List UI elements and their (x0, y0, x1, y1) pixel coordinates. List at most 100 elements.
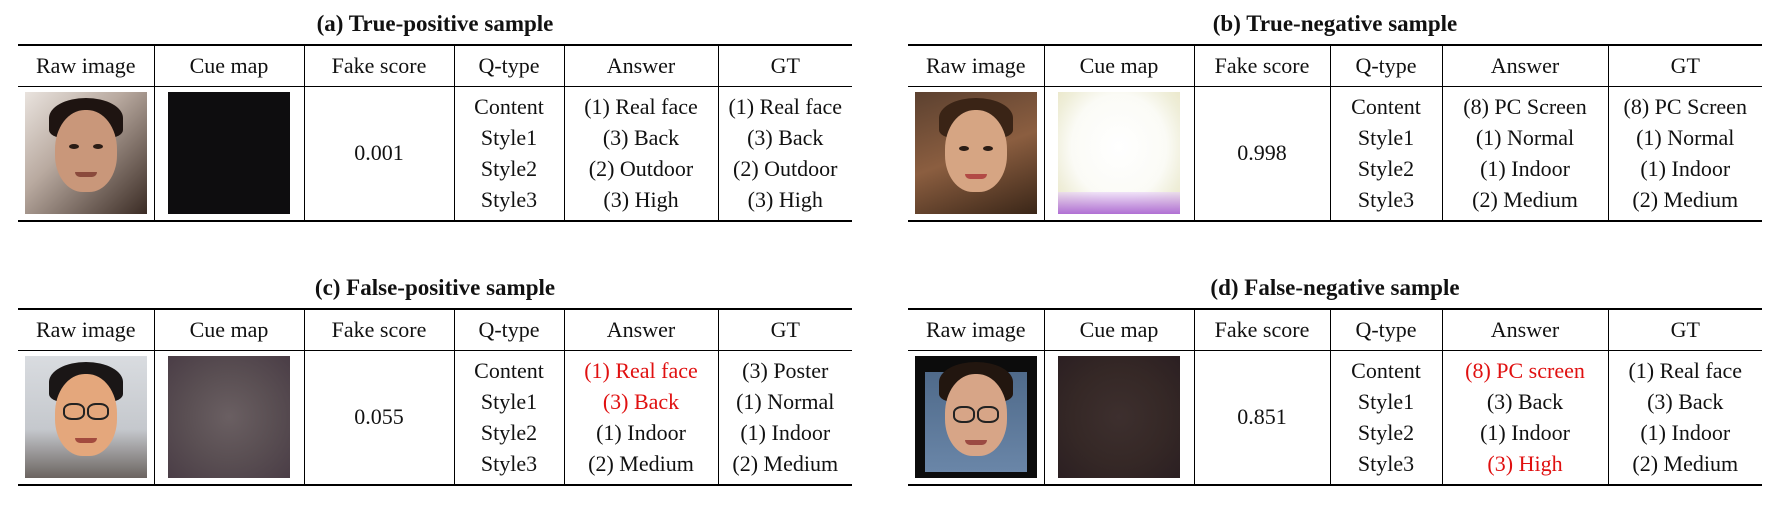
answer-list: (1) Real face (3) Back (1) Indoor (2) Me… (563, 350, 718, 485)
q-type: Style2 (1357, 420, 1415, 446)
answer: (2) Outdoor (588, 156, 694, 182)
header-answer: Answer (1441, 309, 1608, 351)
q-type-list: Content Style1 Style2 Style3 (453, 350, 564, 485)
cue-map-cell (1043, 86, 1194, 221)
gt-value: (2) Outdoor (733, 156, 838, 182)
q-type: Style3 (1357, 451, 1415, 477)
panel-false-positive: (c) False-positive sample Raw image Cue … (18, 268, 852, 486)
cue-map-cell (1043, 350, 1194, 485)
header-cue-map: Cue map (153, 309, 304, 351)
q-type: Style2 (1357, 156, 1415, 182)
q-type: Style2 (480, 156, 538, 182)
q-type: Style3 (1357, 187, 1415, 213)
results-table: Raw image Cue map Fake score Q-type Answ… (908, 44, 1762, 222)
gt-value: (1) Normal (736, 389, 835, 415)
raw-face-image (24, 356, 147, 479)
gt-list: (1) Real face (3) Back (1) Indoor (2) Me… (1607, 350, 1762, 485)
cue-map-image (168, 356, 290, 479)
header-fake-score: Fake score (1193, 309, 1330, 351)
q-type-list: Content Style1 Style2 Style3 (1329, 350, 1442, 485)
results-table: Raw image Cue map Fake score Q-type Answ… (18, 44, 852, 222)
answer: (3) High (603, 187, 679, 213)
q-type: Content (1351, 94, 1421, 120)
header-fake-score: Fake score (303, 45, 454, 87)
gt-value: (1) Indoor (1640, 156, 1731, 182)
header-q-type: Q-type (453, 45, 564, 87)
q-type: Style2 (480, 420, 538, 446)
answer: (1) Indoor (596, 420, 686, 446)
q-type: Style3 (480, 451, 538, 477)
header-answer: Answer (1441, 45, 1608, 87)
cue-map-image (1058, 356, 1180, 479)
gt-value: (3) Poster (742, 358, 829, 384)
header-cue-map: Cue map (1043, 45, 1194, 87)
raw-image-cell (18, 351, 154, 485)
panel-caption: (a) True-positive sample (316, 11, 554, 36)
cue-map-cell (153, 86, 304, 221)
raw-face-image (914, 356, 1037, 479)
header-gt: GT (1607, 309, 1762, 351)
gt-value: (2) Medium (1632, 187, 1739, 213)
fake-score: 0.001 (303, 86, 454, 221)
fake-score: 0.851 (1193, 350, 1330, 485)
gt-value: (1) Real face (728, 94, 843, 120)
header-raw-image: Raw image (18, 45, 154, 87)
header-raw-image: Raw image (18, 309, 154, 351)
gt-value: (3) Back (1647, 389, 1724, 415)
raw-image-cell (908, 87, 1044, 221)
answer-wrong: (8) PC screen (1465, 358, 1585, 384)
gt-list: (1) Real face (3) Back (2) Outdoor (3) H… (717, 86, 852, 221)
gt-value: (1) Real face (1628, 358, 1743, 384)
raw-face-image (24, 92, 147, 215)
gt-list: (3) Poster (1) Normal (1) Indoor (2) Med… (717, 350, 852, 485)
results-table: Raw image Cue map Fake score Q-type Answ… (18, 308, 852, 486)
panel-caption: (c) False-positive sample (314, 275, 556, 300)
header-gt: GT (717, 309, 852, 351)
cue-map-cell (153, 350, 304, 485)
q-type-list: Content Style1 Style2 Style3 (453, 86, 564, 221)
answer: (2) Medium (1472, 187, 1578, 213)
header-answer: Answer (563, 45, 718, 87)
gt-value: (2) Medium (732, 451, 839, 477)
header-q-type: Q-type (1329, 309, 1442, 351)
answer-wrong: (3) High (1487, 451, 1563, 477)
raw-image-cell (18, 87, 154, 221)
q-type: Content (474, 94, 544, 120)
q-type-list: Content Style1 Style2 Style3 (1329, 86, 1442, 221)
cue-map-image (168, 92, 290, 215)
answer: (8) PC Screen (1463, 94, 1587, 120)
gt-value: (1) Normal (1636, 125, 1735, 151)
header-fake-score: Fake score (1193, 45, 1330, 87)
header-q-type: Q-type (1329, 45, 1442, 87)
q-type: Style1 (480, 125, 538, 151)
header-gt: GT (1607, 45, 1762, 87)
header-fake-score: Fake score (303, 309, 454, 351)
header-answer: Answer (563, 309, 718, 351)
q-type: Style3 (480, 187, 538, 213)
header-cue-map: Cue map (153, 45, 304, 87)
answer-list: (1) Real face (3) Back (2) Outdoor (3) H… (563, 86, 718, 221)
answer-list: (8) PC screen (3) Back (1) Indoor (3) Hi… (1441, 350, 1608, 485)
answer: (2) Medium (588, 451, 694, 477)
answer-wrong: (3) Back (602, 389, 680, 415)
panel-true-negative: (b) True-negative sample Raw image Cue m… (908, 4, 1762, 222)
fake-score: 0.998 (1193, 86, 1330, 221)
answer: (1) Normal (1475, 125, 1575, 151)
panel-caption: (b) True-negative sample (1212, 11, 1458, 36)
answer-list: (8) PC Screen (1) Normal (1) Indoor (2) … (1441, 86, 1608, 221)
answer: (3) Back (1486, 389, 1564, 415)
header-raw-image: Raw image (908, 309, 1044, 351)
header-q-type: Q-type (453, 309, 564, 351)
raw-face-image (914, 92, 1037, 215)
header-raw-image: Raw image (908, 45, 1044, 87)
answer-wrong: (1) Real face (584, 358, 698, 384)
gt-value: (1) Indoor (1640, 420, 1731, 446)
raw-image-cell (908, 351, 1044, 485)
answer: (1) Indoor (1480, 420, 1570, 446)
panel-false-negative: (d) False-negative sample Raw image Cue … (908, 268, 1762, 486)
answer: (1) Real face (584, 94, 698, 120)
header-gt: GT (717, 45, 852, 87)
answer: (1) Indoor (1480, 156, 1570, 182)
fake-score: 0.055 (303, 350, 454, 485)
gt-value: (3) High (747, 187, 823, 213)
